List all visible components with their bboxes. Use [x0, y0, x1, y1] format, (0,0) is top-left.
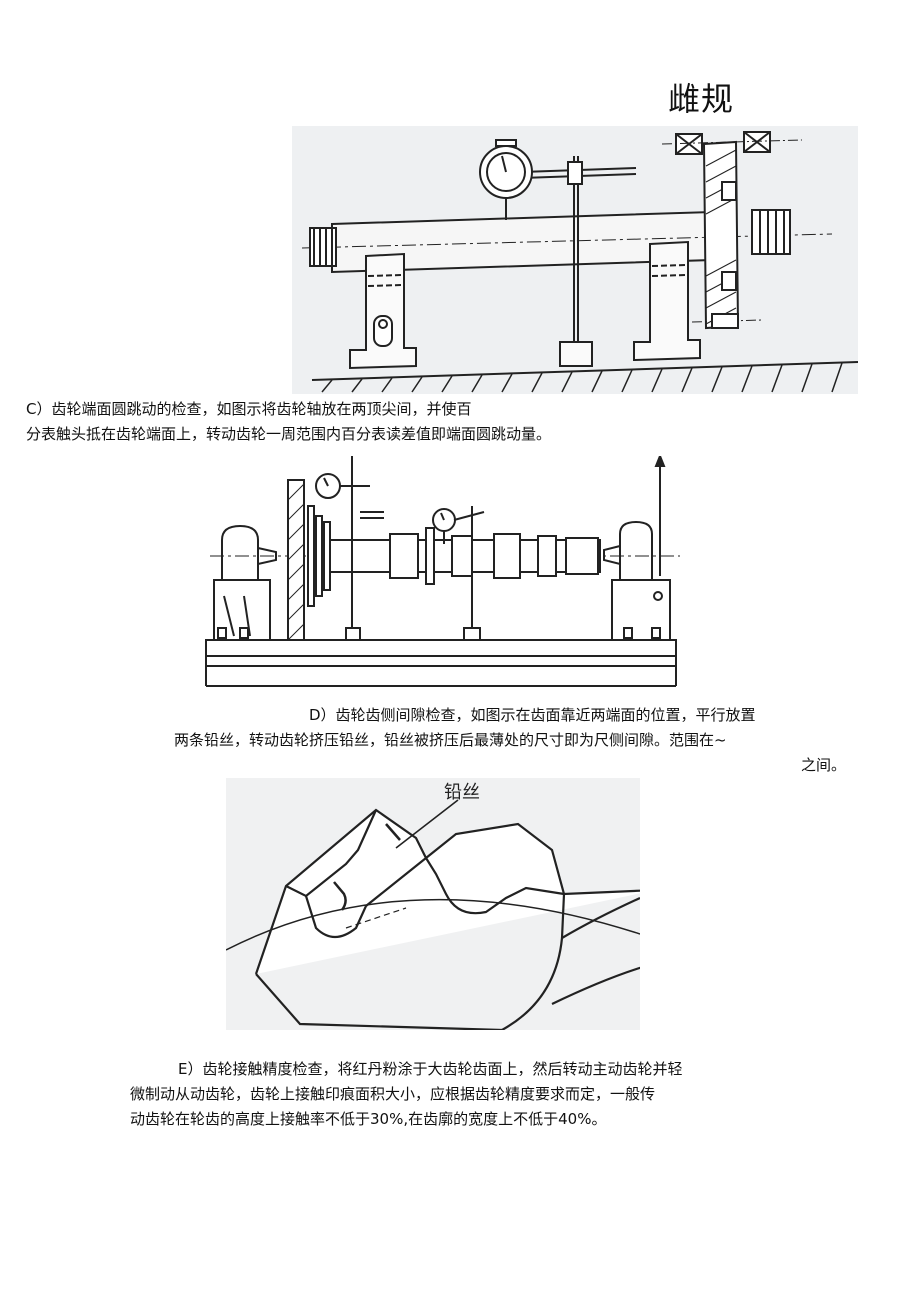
section-d-line-3: 之间。: [801, 756, 847, 774]
runout-check-figure: [292, 126, 858, 394]
backlash-setup-drawing: [205, 456, 680, 687]
lead-wire-figure: 铅丝: [226, 778, 640, 1030]
section-c-line-2: 分表触头抵在齿轮端面上，转动齿轮一周范围内百分表读差值即端面圆跳动量。: [26, 425, 552, 443]
section-e-line-1: E）齿轮接触精度检查，将红丹粉涂于大齿轮齿面上，然后转动主动齿轮并轻: [178, 1060, 683, 1078]
section-e-line-3: 动齿轮在轮齿的高度上接触率不低于30%,在齿廓的宽度上不低于40%。: [130, 1110, 607, 1128]
section-d-line-2: 两条铅丝，转动齿轮挤压铅丝，铅丝被挤压后最薄处的尺寸即为尺侧间隙。范围在~: [174, 731, 727, 749]
page-title: 雌规: [668, 80, 735, 118]
section-e-line-2: 微制动从动齿轮，齿轮上接触印痕面积大小，应根据齿轮精度要求而定，一般传: [130, 1085, 656, 1103]
section-d-line-1: D）齿轮齿侧间隙检查，如图示在齿面靠近两端面的位置，平行放置: [309, 706, 756, 724]
runout-check-drawing: [292, 126, 858, 394]
section-c-line-1: C）齿轮端面圆跳动的检查，如图示将齿轮轴放在两顶尖间，并使百: [26, 400, 472, 418]
lead-wire-label: 铅丝: [444, 782, 480, 803]
backlash-setup-figure: [200, 456, 686, 692]
lead-wire-drawing: 铅丝: [226, 778, 640, 1030]
